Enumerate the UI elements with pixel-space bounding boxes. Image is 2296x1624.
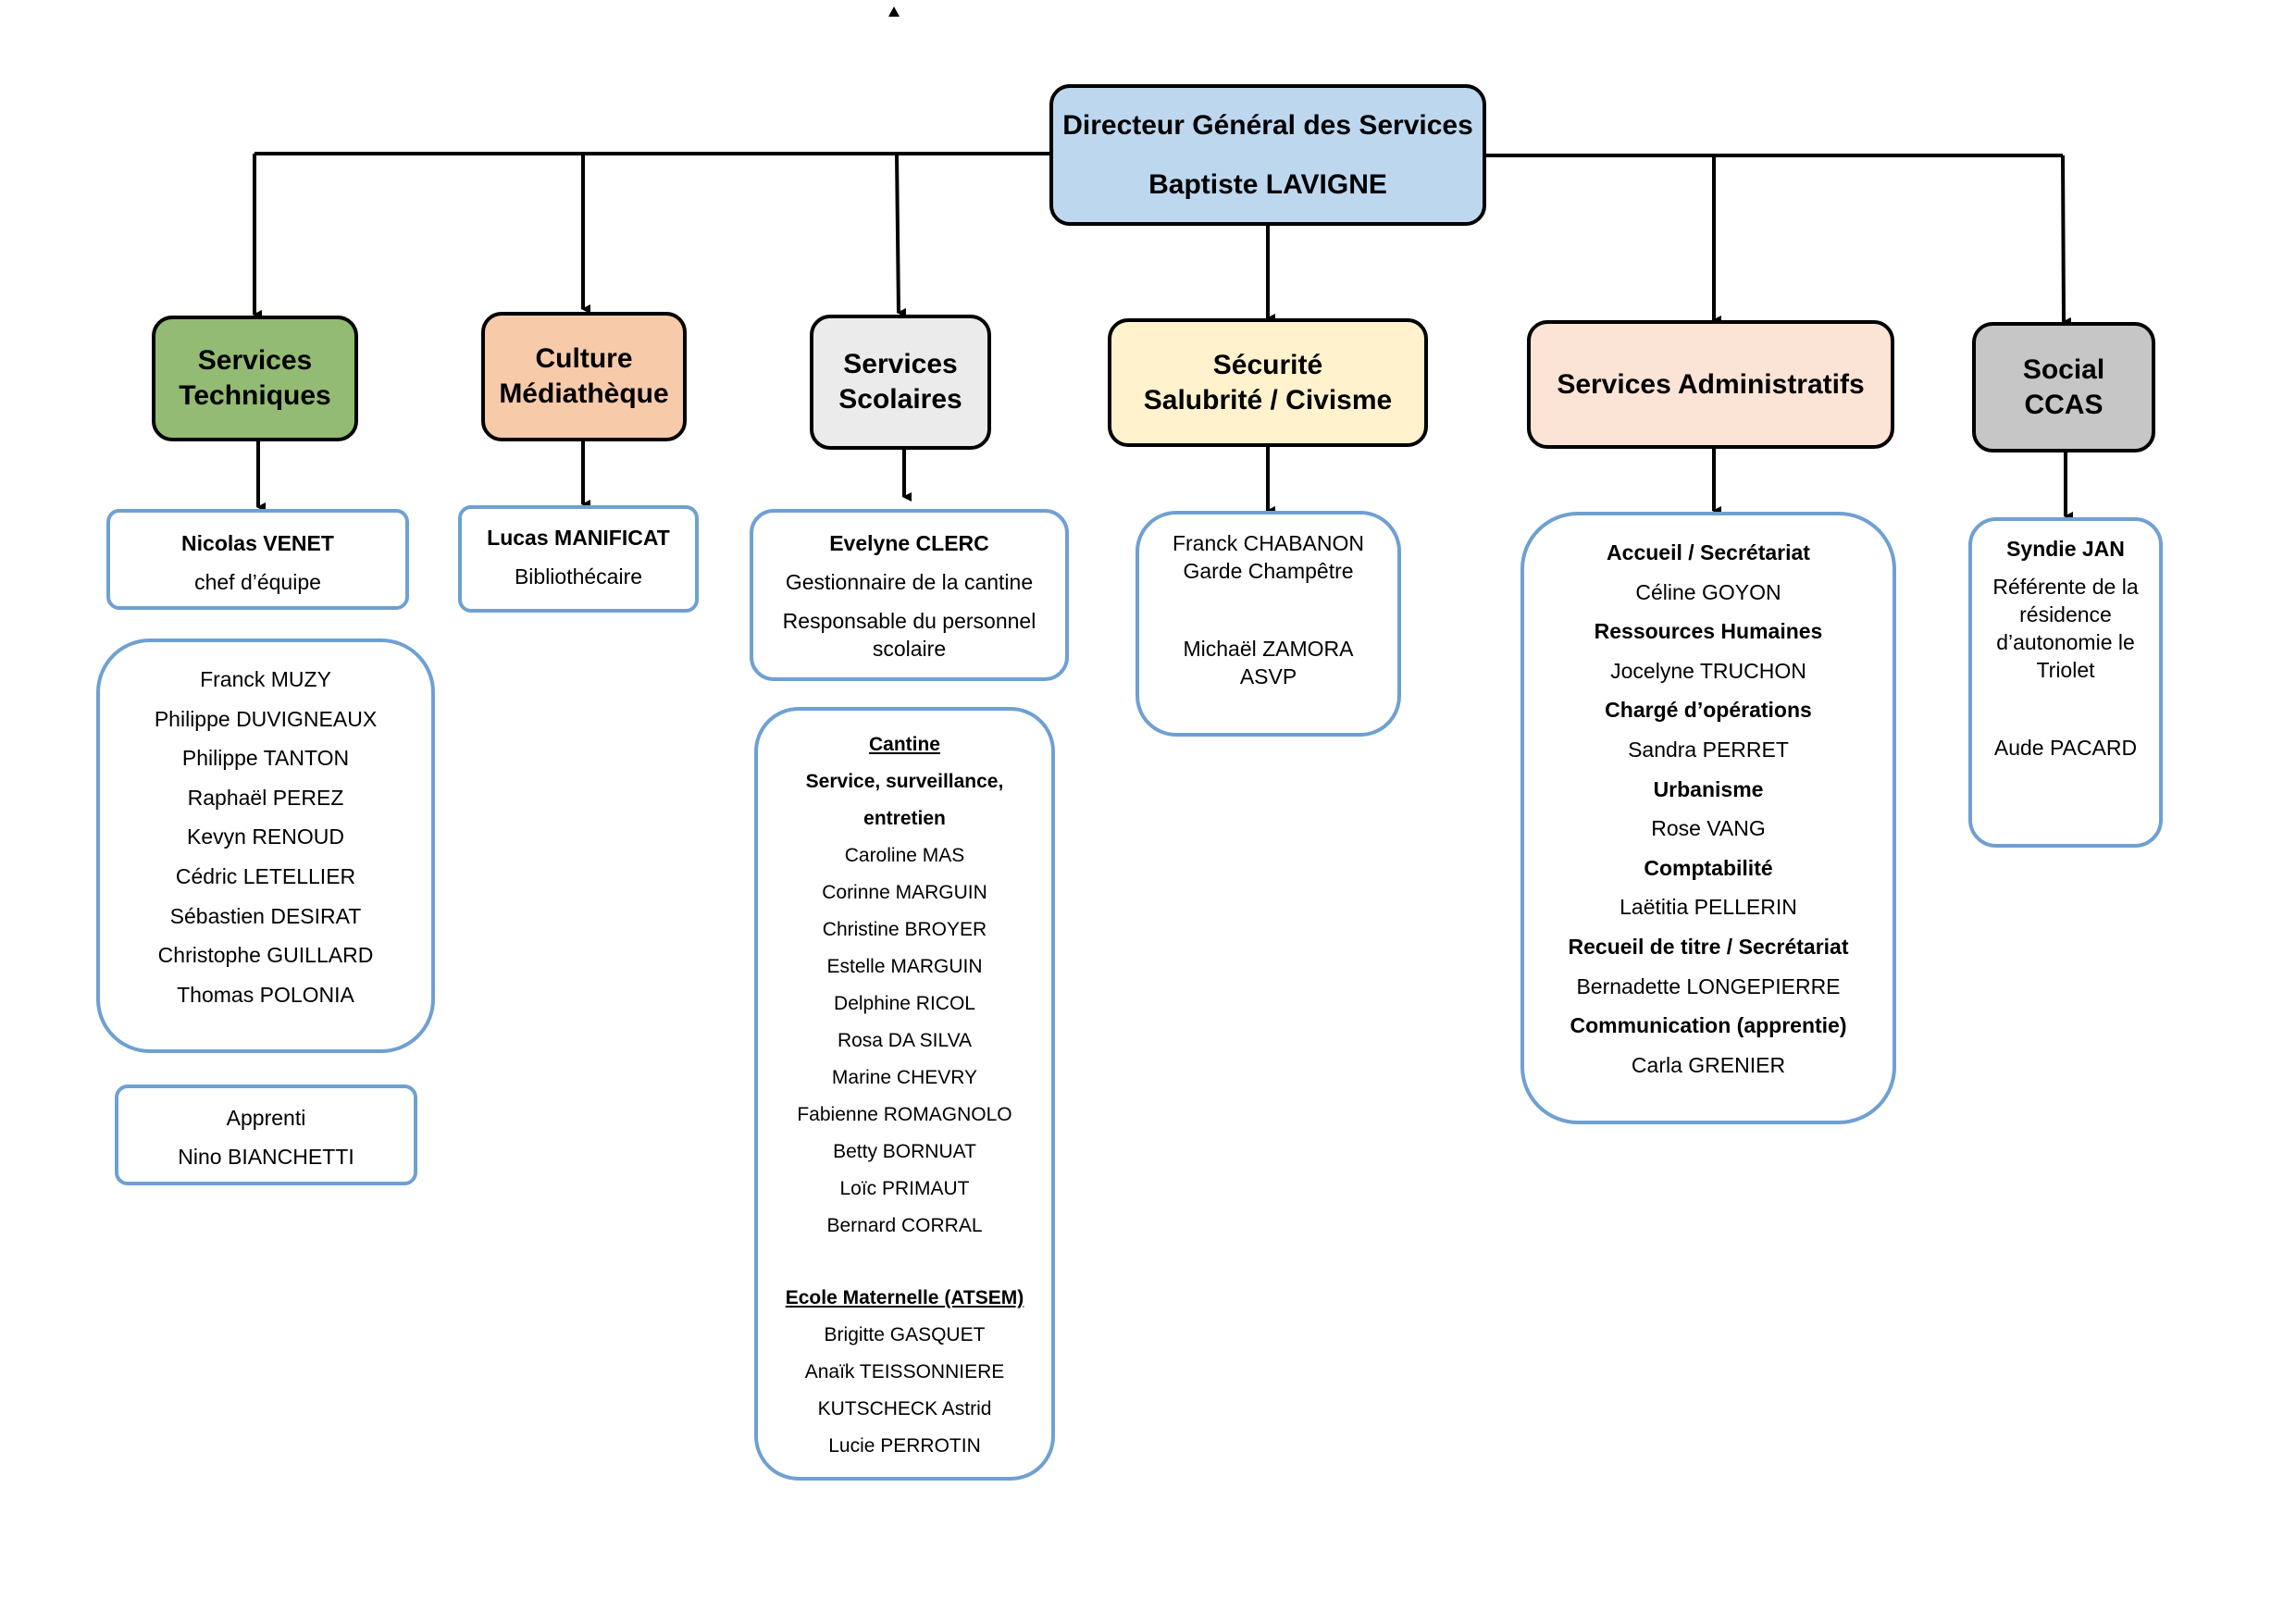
staff-member: Bernard CORRAL — [826, 1215, 983, 1236]
apprentice-label: Apprenti — [226, 1106, 306, 1130]
team-member: Sébastien DESIRAT — [169, 903, 362, 928]
person-role: Gestionnaire de la cantine — [785, 570, 1034, 594]
staff-member: Marine CHEVRY — [831, 1067, 978, 1088]
section-title: Accueil / Secrétariat — [1607, 540, 1810, 564]
dept-culture-mediatheque: Culture Médiathèque — [481, 312, 687, 441]
dept-label: Scolaires — [838, 384, 962, 415]
person-name: Sandra PERRET — [1628, 737, 1789, 762]
culture-lead-card: Lucas MANIFICAT Bibliothécaire — [458, 505, 699, 613]
social-card: Syndie JAN Référente de la résidence d’a… — [1968, 517, 2163, 848]
scolaires-staff-card: Cantine Service, surveillance, entretien… — [754, 707, 1055, 1481]
dept-label: Services — [843, 349, 958, 379]
staff-member: Delphine RICOL — [834, 993, 975, 1014]
person-name: Laëtitia PELLERIN — [1620, 895, 1797, 920]
team-member: Raphaël PEREZ — [187, 785, 344, 810]
techniques-apprentice-card: Apprenti Nino BIANCHETTI — [115, 1085, 417, 1185]
staff-member: Estelle MARGUIN — [826, 956, 983, 977]
dept-label: Sécurité — [1212, 349, 1323, 380]
team-member: Franck MUZY — [200, 667, 331, 691]
dept-label: Techniques — [179, 380, 331, 411]
dept-social-ccas: Social CCAS — [1972, 322, 2155, 452]
staff-member: Anaïk TEISSONNIERE — [804, 1361, 1005, 1382]
person-name: Michaël ZAMORA — [1183, 637, 1354, 661]
person-name: Céline GOYON — [1635, 579, 1781, 604]
person-name: Franck CHABANON — [1172, 531, 1365, 555]
person-name: Syndie JAN — [2006, 537, 2125, 561]
director-name: Baptiste LAVIGNE — [1148, 168, 1387, 200]
techniques-lead-card: Nicolas VENET chef d’équipe — [106, 509, 409, 610]
person-role: Référente de la résidence d’autonomie le… — [1992, 575, 2139, 682]
dept-label: Culture — [535, 343, 633, 374]
staff-member: Corinne MARGUIN — [822, 882, 987, 903]
section-title: Ressources Humaines — [1594, 619, 1823, 644]
section-title: Ecole Maternelle (ATSEM) — [785, 1287, 1024, 1308]
staff-member: Brigitte GASQUET — [824, 1324, 986, 1345]
section-subtitle: entretien — [863, 808, 946, 829]
person-role: Garde Champêtre — [1183, 559, 1354, 583]
section-title: Communication (apprentie) — [1570, 1013, 1847, 1038]
dept-securite: Sécurité Salubrité / Civisme — [1108, 318, 1428, 447]
staff-member: Caroline MAS — [844, 845, 965, 866]
section-title: Urbanisme — [1653, 776, 1764, 801]
person-name: Nicolas VENET — [181, 531, 334, 555]
team-member: Thomas POLONIA — [177, 982, 354, 1007]
team-member: Christophe GUILLARD — [157, 943, 374, 968]
team-member: Cédric LETELLIER — [175, 863, 356, 888]
section-title: Comptabilité — [1644, 855, 1773, 880]
securite-card: Franck CHABANON Garde Champêtre Michaël … — [1136, 511, 1401, 737]
staff-member: Fabienne ROMAGNOLO — [797, 1104, 1012, 1125]
person-name: Aude PACARD — [1993, 736, 2138, 760]
staff-member: KUTSCHECK Astrid — [817, 1398, 992, 1419]
person-role: chef d’équipe — [194, 570, 321, 594]
person-name: Jocelyne TRUCHON — [1610, 658, 1806, 683]
dept-services-scolaires: Services Scolaires — [810, 315, 991, 450]
administratifs-card: Accueil / Secrétariat Céline GOYON Resso… — [1520, 512, 1896, 1124]
director-title: Directeur Général des Services — [1062, 109, 1473, 141]
section-title: Recueil de titre / Secrétariat — [1568, 934, 1849, 959]
person-name: Bernadette LONGEPIERRE — [1576, 973, 1841, 998]
staff-member: Christine BROYER — [822, 919, 987, 940]
team-member: Philippe DUVIGNEAUX — [154, 706, 378, 731]
scolaires-lead-card: Evelyne CLERC Gestionnaire de la cantine… — [750, 509, 1069, 681]
staff-member: Loïc PRIMAUT — [839, 1178, 970, 1199]
person-role: Responsable du personnel scolaire — [782, 609, 1036, 661]
person-name: Rose VANG — [1651, 816, 1766, 841]
person-name: Evelyne CLERC — [829, 531, 989, 555]
staff-member: Betty BORNUAT — [833, 1141, 976, 1162]
dept-label: Services — [197, 345, 313, 376]
staff-member: Lucie PERROTIN — [828, 1435, 981, 1457]
person-name: Carla GRENIER — [1631, 1052, 1786, 1077]
director-box: Directeur Général des Services Baptiste … — [1049, 84, 1486, 226]
techniques-team-card: Franck MUZY Philippe DUVIGNEAUX Philippe… — [96, 638, 435, 1053]
staff-member: Rosa DA SILVA — [837, 1030, 973, 1051]
dept-services-techniques: Services Techniques — [152, 316, 358, 441]
dept-label: Médiathèque — [499, 378, 669, 409]
person-name: Nino BIANCHETTI — [178, 1145, 354, 1169]
team-member: Philippe TANTON — [181, 746, 350, 771]
dept-label: Services Administratifs — [1557, 368, 1865, 400]
dept-label: Social — [2022, 353, 2105, 385]
dept-services-administratifs: Services Administratifs — [1527, 320, 1894, 449]
person-role: Bibliothécaire — [514, 564, 643, 589]
section-subtitle: Service, surveillance, — [805, 771, 1004, 792]
person-name: Lucas MANIFICAT — [487, 526, 670, 550]
team-member: Kevyn RENOUD — [187, 824, 344, 849]
dept-label: CCAS — [2024, 389, 2104, 420]
dept-label: Salubrité / Civisme — [1143, 384, 1393, 415]
section-title: Chargé d’opérations — [1605, 698, 1812, 723]
person-role: ASVP — [1239, 664, 1297, 688]
section-title: Cantine — [868, 734, 940, 755]
